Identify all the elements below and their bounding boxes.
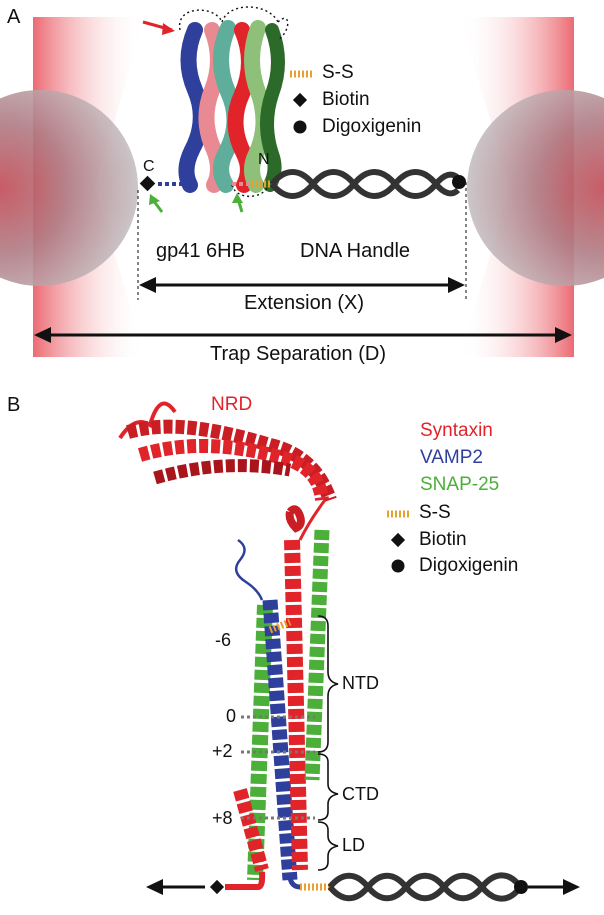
legend-b-ss-label: S-S: [419, 502, 451, 523]
nrd-label: NRD: [211, 394, 253, 415]
green-arrow-c-icon: [149, 194, 164, 213]
dna-handle-label: DNA Handle: [300, 240, 411, 262]
legend-b-digoxigenin-icon: [391, 559, 405, 573]
green-arrow-n-icon: [232, 193, 244, 213]
domain-label-ctd: CTD: [342, 784, 379, 804]
domain-label-ld: LD: [342, 835, 366, 855]
legend-b-syntaxin: Syntaxin: [420, 420, 493, 441]
panel-a-label: A: [7, 6, 21, 28]
digoxigenin-circle-icon: [452, 175, 466, 189]
layer-label-plus8: +8: [212, 808, 233, 828]
dna-handle-b: [327, 872, 521, 902]
n-terminus-label: N: [258, 151, 270, 168]
legend-a-ss-label: S-S: [322, 62, 354, 83]
legend-b-biotin-label: Biotin: [419, 529, 467, 550]
brace-ld: [317, 821, 339, 871]
bead-right: [467, 90, 604, 286]
dna-handle-a: [269, 169, 461, 199]
legend-b-vamp2: VAMP2: [420, 447, 484, 468]
legend-b-biotin-icon: [390, 532, 406, 548]
layer-label-0: 0: [226, 706, 237, 726]
biotin-diamond-icon: [139, 175, 156, 192]
legend-b-snap25: SNAP-25: [420, 474, 500, 495]
legend-a-biotin-icon: [292, 92, 308, 108]
panel-b-label: B: [7, 394, 21, 416]
extension-arrow: [139, 277, 465, 293]
right-pull-arrow: [528, 879, 580, 895]
trap-separation-label: Trap Separation (D): [210, 343, 386, 365]
syntaxin-c-term-linker: [225, 871, 266, 890]
left-pull-arrow: [146, 879, 205, 895]
gp41-6hb-structure: [178, 6, 289, 198]
legend-a-digoxigenin-label: Digoxigenin: [322, 116, 422, 137]
layer-label-plus2: +2: [212, 741, 233, 761]
brace-ntd: [317, 615, 339, 753]
extension-label: Extension (X): [244, 292, 365, 314]
brace-ctd: [317, 753, 339, 821]
protein-label: gp41 6HB: [156, 240, 245, 262]
digoxigenin-circle-b-icon: [514, 880, 528, 894]
snare-complex-structure: [233, 499, 330, 881]
domain-label-ntd: NTD: [342, 673, 379, 693]
biotin-diamond-b-icon: [209, 879, 225, 895]
vamp2-c-term-linker: [287, 877, 301, 890]
bead-left: [0, 90, 138, 286]
trap-separation-arrow: [34, 327, 572, 343]
legend-b-digoxigenin-label: Digoxigenin: [419, 555, 519, 576]
panel-b: [118, 401, 580, 902]
c-terminus-label: C: [143, 158, 155, 175]
red-arrow-icon: [142, 20, 175, 35]
panel-a: [0, 6, 604, 357]
legend-a-biotin-label: Biotin: [322, 89, 370, 110]
disulfide-bond-b: [268, 618, 292, 634]
layer-label-minus6: -6: [215, 630, 232, 650]
nrd-structure: [118, 401, 337, 533]
legend-a-digoxigenin-icon: [293, 120, 307, 134]
